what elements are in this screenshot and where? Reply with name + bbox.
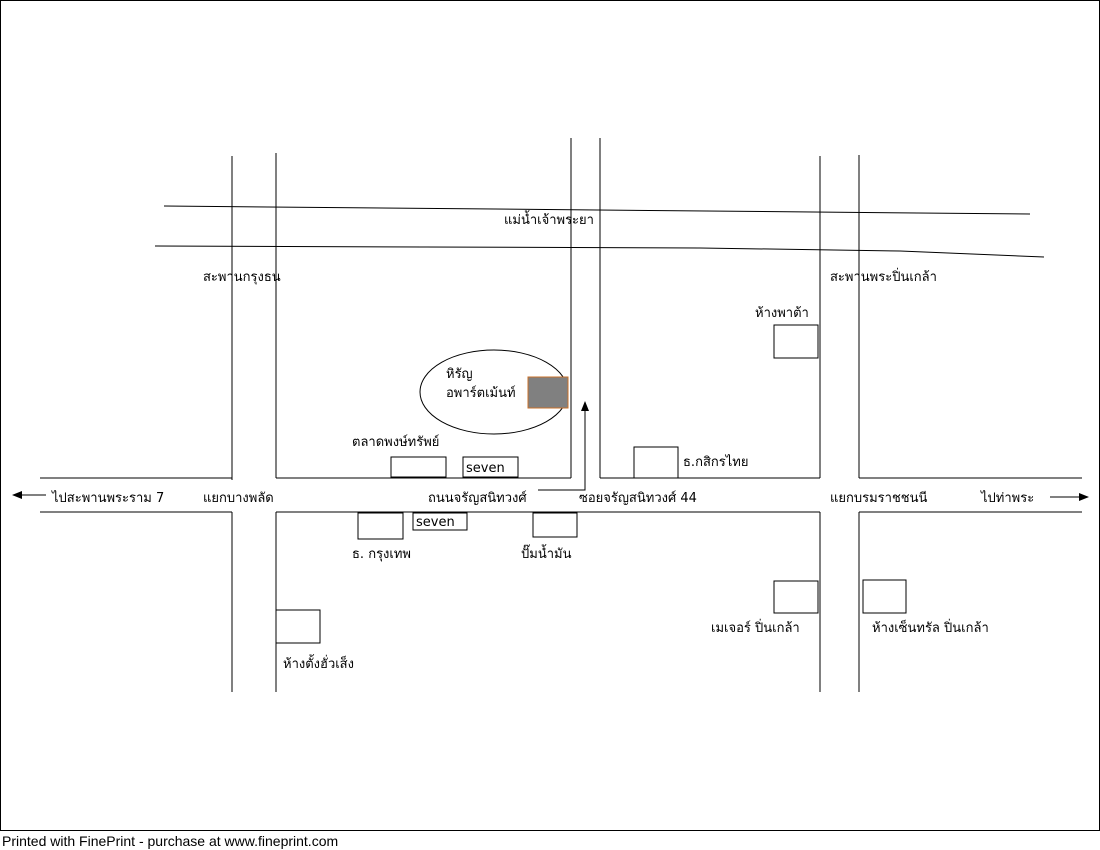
tang-hua-seng-label: ห้างตั้งฮั่วเส็ง — [283, 654, 354, 672]
route-map: แม่น้ำเจ้าพระยา สะพานกรุงธน สะพานพระปิ่น… — [12, 138, 1089, 692]
bangkok-bank-box — [357, 512, 404, 540]
kasikorn-box — [633, 446, 679, 479]
major-box — [773, 580, 819, 614]
soi44-label: ซอยจรัญสนิทวงศ์ 44 — [579, 490, 697, 506]
gas-station-box — [532, 512, 578, 538]
pata-box — [773, 324, 819, 359]
print-footer: Printed with FinePrint - purchase at www… — [2, 833, 339, 849]
market-box — [390, 456, 447, 478]
tang-hua-seng-box — [275, 609, 321, 644]
bridge-pinklao-label: สะพานพระปิ่นเกล้า — [830, 268, 937, 285]
to-tha-phra-label: ไปท่าพระ — [980, 490, 1034, 506]
destination-building — [527, 376, 569, 409]
charan-road-label: ถนนจรัญสนิทวงศ์ — [428, 490, 527, 506]
kasikorn-label: ธ.กสิกรไทย — [683, 454, 748, 470]
bang-phlat-label: แยกบางพลัด — [203, 491, 274, 506]
river-bank-south — [154, 245, 1045, 258]
borom-junction-label: แยกบรมราชชนนี — [830, 490, 927, 506]
seven-top-label: seven — [466, 461, 505, 476]
central-label: ห้างเซ็นทรัล ปิ่นเกล้า — [872, 618, 989, 636]
destination-label-line2: อพาร์ตเม้นท์ — [446, 385, 516, 401]
destination-label-line1: หิรัญ — [446, 367, 473, 382]
river-label: แม่น้ำเจ้าพระยา — [504, 210, 594, 228]
river-bank-north — [163, 205, 1031, 215]
bridge-krungthon-label: สะพานกรุงธน — [203, 270, 281, 285]
seven-bottom-label: seven — [416, 515, 455, 530]
bangkok-bank-label: ธ. กรุงเทพ — [352, 547, 411, 562]
pata-label: ห้างพาต้า — [755, 306, 809, 321]
to-rama7-label: ไปสะพานพระราม 7 — [51, 490, 164, 506]
market-label: ตลาดพงษ์ทรัพย์ — [352, 434, 439, 450]
arrow-route-to-destination — [538, 401, 589, 491]
seven-bottom-box — [412, 512, 468, 531]
gas-station-label: ปั๊มน้ำมัน — [521, 544, 572, 562]
central-box — [862, 579, 907, 614]
major-label: เมเจอร์ ปิ่นเกล้า — [711, 619, 800, 636]
seven-top-box — [462, 456, 519, 478]
